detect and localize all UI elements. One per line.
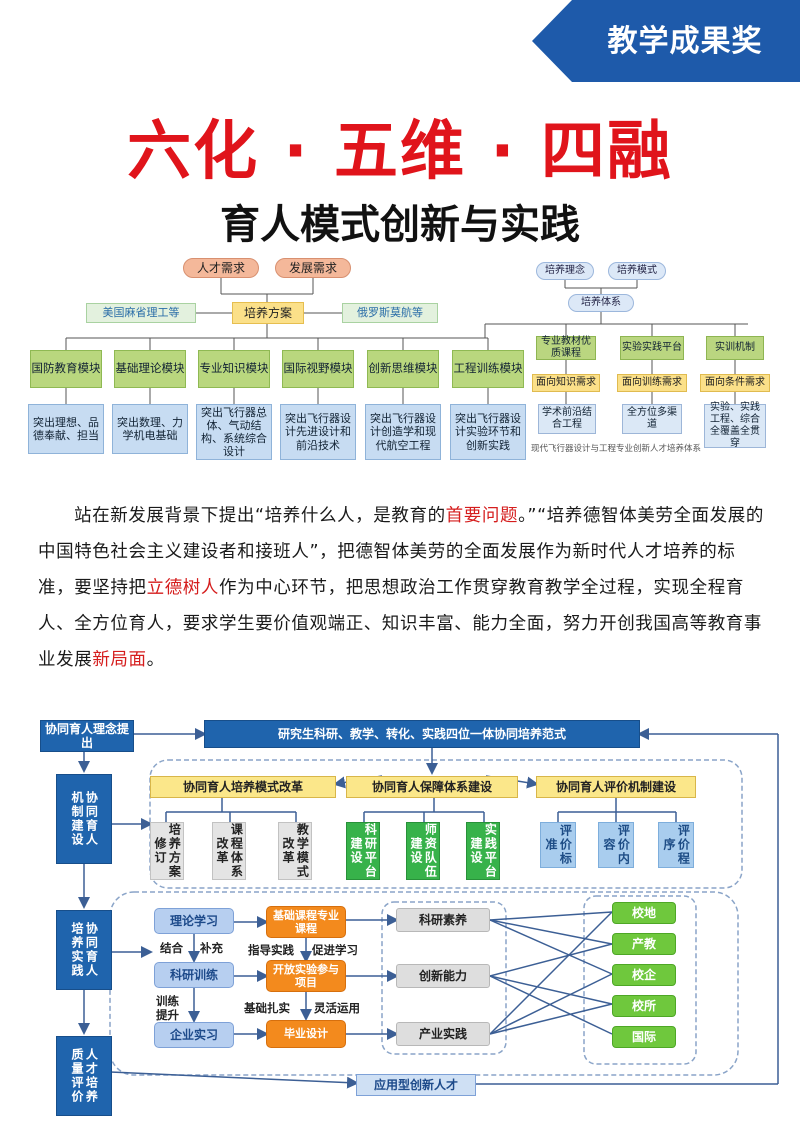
page-subtitle: 育人模式创新与实践	[220, 202, 580, 248]
right-need: 面向知识需求	[532, 374, 600, 392]
outcome-box: 突出数理、力学机电基础	[112, 404, 188, 454]
training-plan: 培养方案	[232, 302, 304, 324]
eval-item: 评价标准	[540, 822, 576, 868]
right-result: 全方位多渠道	[622, 404, 682, 434]
link-label: 基础扎实	[244, 1001, 290, 1015]
partner-box: 校所	[612, 995, 676, 1017]
right-result: 实验、实践工程、综合全覆盖全贯穿	[704, 402, 766, 449]
highlight-text: 新局面	[92, 650, 147, 670]
outcome-box: 突出飞行器设计先进设计和前沿技术	[280, 404, 356, 460]
guarantee-item: 实践平台建设	[466, 822, 500, 880]
right-need: 面向条件需求	[700, 374, 770, 392]
reform-box: 协同育人保障体系建设	[346, 776, 518, 798]
partner-box: 校地	[612, 902, 676, 924]
module-box: 国际视野模块	[282, 350, 354, 388]
course-box: 基础课程专业课程	[266, 906, 346, 938]
collaborative-training-diagram: 协同育人理念提出 研究生科研、教学、转化、实践四位一体协同培养范式 机制建设 协…	[0, 712, 800, 1127]
training-system: 培养体系	[568, 294, 634, 312]
reform-item: 培养方案修订	[150, 822, 184, 880]
guarantee-item: 科研平台建设	[346, 822, 380, 880]
right-column-header: 实验实践平台	[620, 336, 684, 360]
course-box: 毕业设计	[266, 1020, 346, 1048]
reform-item: 教学模式改革	[278, 822, 312, 880]
reform-item: 课程体系改革	[212, 822, 246, 880]
module-box: 工程训练模块	[452, 350, 524, 388]
module-box: 专业知识模块	[198, 350, 270, 388]
banner-text: 教学成果奖	[607, 24, 763, 59]
outcome-box: 突出理想、品德奉献、担当	[28, 404, 104, 454]
outcome-box: 突出飞行器设计创造学和现代航空工程	[365, 404, 441, 460]
right-need: 面向训练需求	[617, 374, 687, 392]
paragraph-text: 。	[146, 650, 165, 670]
talent-box: 应用型创新人才	[356, 1074, 476, 1096]
course-box: 开放实验参与项目	[266, 960, 346, 992]
russia-partner: 俄罗斯莫航等	[342, 303, 438, 323]
stage-practice: 培养实践 协同育人	[56, 910, 112, 990]
training-box: 企业实习	[154, 1022, 234, 1048]
link-label: 训练提升	[156, 994, 179, 1022]
stage-evaluation: 质量评价 人才培养	[56, 1036, 112, 1116]
link-label: 指导实践	[248, 943, 294, 957]
right-result: 学术前沿结合工程	[538, 404, 596, 434]
link-label: 补充	[200, 941, 223, 955]
link-label: 灵活运用	[314, 1001, 360, 1015]
right-column-header: 专业教材优质课程	[536, 336, 596, 360]
reform-box: 协同育人培养模式改革	[150, 776, 336, 798]
module-box: 基础理论模块	[114, 350, 186, 388]
eval-item: 评价内容	[598, 822, 634, 868]
module-box: 国防教育模块	[30, 350, 102, 388]
stage-mechanism: 机制建设 协同育人	[56, 774, 112, 864]
link-label: 结合	[160, 941, 183, 955]
paragraph-text: 站在新发展背景下提出“培养什么人，是教育的	[74, 506, 446, 526]
ability-box: 产业实践	[396, 1022, 490, 1046]
body-paragraph: 站在新发展背景下提出“培养什么人，是教育的首要问题。”“培养德智体美劳全面发展的…	[38, 498, 764, 678]
us-partner: 美国麻省理工等	[86, 303, 196, 323]
training-concept: 培养理念	[536, 262, 594, 280]
training-box: 科研训练	[154, 962, 234, 988]
paragraph-text: 作为中心环节，把思想政治工作贯穿教育教学全过程，实现全程育人、全方位育人，要求学…	[38, 578, 762, 670]
outcome-box: 突出飞行器总体、气动结构、系统综合设计	[196, 404, 272, 460]
partner-box: 国际	[612, 1026, 676, 1048]
module-box: 创新思维模块	[367, 350, 439, 388]
ability-box: 创新能力	[396, 964, 490, 988]
partner-box: 校企	[612, 964, 676, 986]
reform-box: 协同育人评价机制建设	[536, 776, 696, 798]
award-banner: 教学成果奖	[532, 0, 800, 82]
talent-demand: 人才需求	[183, 258, 259, 278]
training-box: 理论学习	[154, 908, 234, 934]
diagram-caption: 现代飞行器设计与工程专业创新人才培养体系	[530, 444, 701, 454]
training-plan-diagram: 人才需求 发展需求 美国麻省理工等 培养方案 俄罗斯莫航等 国防教育模块 基础理…	[0, 250, 800, 460]
outcome-box: 突出飞行器设计实验环节和创新实践	[450, 404, 526, 460]
highlight-text: 首要问题	[445, 506, 519, 526]
page-title: 六化 · 五维 · 四融	[127, 115, 673, 189]
right-column-header: 实训机制	[706, 336, 764, 360]
eval-item: 评价程序	[658, 822, 694, 868]
link-label: 促进学习	[312, 943, 358, 957]
highlight-text: 立德树人	[146, 578, 220, 598]
concept-box: 协同育人理念提出	[40, 720, 134, 752]
guarantee-item: 师资队伍建设	[406, 822, 440, 880]
paragraph-text: 。”“培养德智体美劳全面发展的中国特色社会主义建设者和接班人”，把德智体美劳的全…	[38, 506, 764, 598]
paradigm-box: 研究生科研、教学、转化、实践四位一体协同培养范式	[204, 720, 640, 748]
development-demand: 发展需求	[275, 258, 351, 278]
training-mode: 培养模式	[608, 262, 666, 280]
ability-box: 科研素养	[396, 908, 490, 932]
partner-box: 产教	[612, 933, 676, 955]
